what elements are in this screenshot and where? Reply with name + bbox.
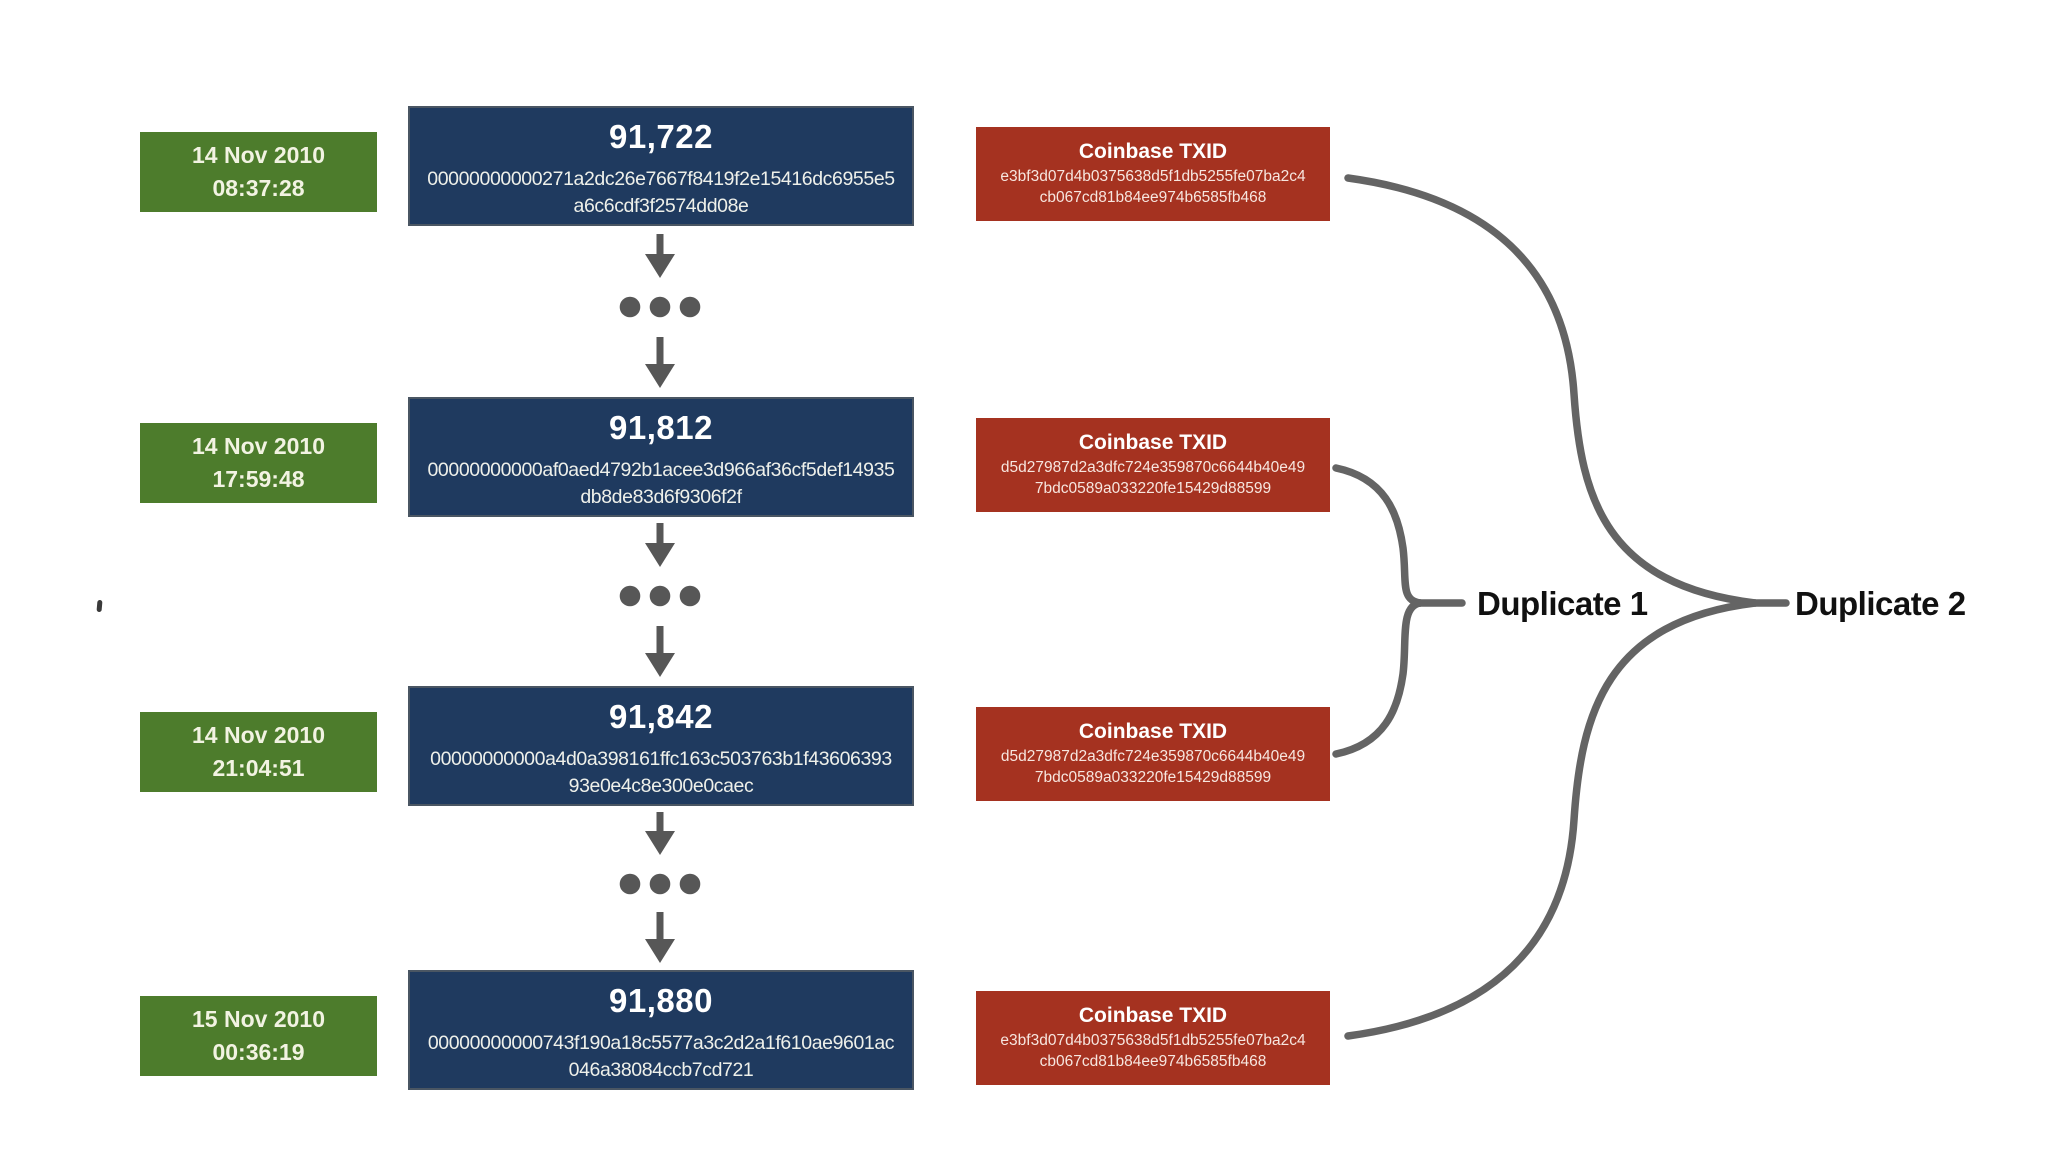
timestamp-date: 14 Nov 2010 — [192, 722, 325, 749]
coinbase-txid-box: Coinbase TXID e3bf3d07d4b0375638d5f1db52… — [976, 127, 1330, 221]
duplicate-1-brace — [1332, 464, 1466, 758]
block-hash-line: 00000000000a4d0a398161ffc163c503763b1f43… — [430, 748, 892, 770]
ellipsis-dots-icon — [619, 873, 701, 895]
timestamp-box: 15 Nov 2010 00:36:19 — [140, 996, 377, 1076]
block-box: 91,842 00000000000a4d0a398161ffc163c5037… — [408, 686, 914, 806]
block-hash-line: 00000000000271a2dc26e7667f8419f2e15416dc… — [427, 168, 895, 190]
ellipsis-dots-icon — [619, 585, 701, 607]
block-hash-line: 93e0e4c8e300e0caec — [568, 774, 754, 797]
txid-line: cb067cd81b84ee974b6585fb468 — [1039, 1052, 1267, 1070]
timestamp-box: 14 Nov 2010 21:04:51 — [140, 712, 377, 792]
arrow-down-icon — [645, 364, 675, 388]
duplicate-1-label: Duplicate 1 — [1477, 585, 1648, 622]
stray-tick-mark — [96, 599, 103, 613]
coinbase-txid-title: Coinbase TXID — [1078, 431, 1228, 455]
block-box: 91,880 00000000000743f190a18c5577a3c2d2a… — [408, 970, 914, 1090]
timestamp-time: 17:59:48 — [212, 466, 305, 492]
coinbase-txid-title: Coinbase TXID — [1078, 140, 1228, 164]
coinbase-txid-value: d5d27987d2a3dfc724e359870c6644b40e49 7bd… — [976, 747, 1330, 788]
block-height: 91,722 — [609, 118, 713, 155]
timestamp-time: 00:36:19 — [212, 1039, 305, 1065]
coinbase-txid-box: Coinbase TXID d5d27987d2a3dfc724e359870c… — [976, 707, 1330, 801]
block-box: 91,812 00000000000af0aed4792b1acee3d966a… — [408, 397, 914, 517]
timestamp-date: 14 Nov 2010 — [192, 433, 325, 460]
txid-line: d5d27987d2a3dfc724e359870c6644b40e49 — [1000, 459, 1306, 477]
block-hash-line: 046a38084ccb7cd721 — [568, 1058, 754, 1081]
chain-connector — [619, 234, 701, 388]
coinbase-txid-box: Coinbase TXID e3bf3d07d4b0375638d5f1db52… — [976, 991, 1330, 1085]
timestamp-box: 14 Nov 2010 17:59:48 — [140, 423, 377, 503]
txid-line: e3bf3d07d4b0375638d5f1db5255fe07ba2c4 — [1000, 168, 1306, 186]
txid-line: d5d27987d2a3dfc724e359870c6644b40e49 — [1000, 748, 1306, 766]
arrow-down-icon — [645, 653, 675, 677]
block-hash: 00000000000271a2dc26e7667f8419f2e15416dc… — [410, 166, 912, 220]
timestamp-date: 14 Nov 2010 — [192, 142, 325, 169]
block-hash-line: a6c6cdf3f2574dd08e — [573, 194, 749, 217]
block-box: 91,722 00000000000271a2dc26e7667f8419f2e… — [408, 106, 914, 226]
block-hash: 00000000000a4d0a398161ffc163c503763b1f43… — [410, 746, 912, 800]
coinbase-txid-value: e3bf3d07d4b0375638d5f1db5255fe07ba2c4 cb… — [976, 1031, 1330, 1072]
arrow-down-icon — [645, 543, 675, 567]
txid-line: e3bf3d07d4b0375638d5f1db5255fe07ba2c4 — [1000, 1032, 1306, 1050]
txid-line: 7bdc0589a033220fe15429d88599 — [1034, 479, 1272, 497]
arrow-down-icon — [645, 254, 675, 278]
coinbase-txid-value: d5d27987d2a3dfc724e359870c6644b40e49 7bd… — [976, 458, 1330, 499]
timestamp-time: 08:37:28 — [212, 175, 305, 201]
txid-line: cb067cd81b84ee974b6585fb468 — [1039, 188, 1267, 206]
block-hash-line: 00000000000743f190a18c5577a3c2d2a1f610ae… — [427, 1032, 895, 1054]
coinbase-txid-title: Coinbase TXID — [1078, 1004, 1228, 1028]
block-hash-line: db8de83d6f9306f2f — [580, 485, 742, 508]
block-hash: 00000000000af0aed4792b1acee3d966af36cf5d… — [410, 457, 912, 511]
chain-connector — [619, 523, 701, 677]
timestamp-box: 14 Nov 2010 08:37:28 — [140, 132, 377, 212]
chain-connector — [619, 812, 701, 963]
block-height: 91,880 — [609, 982, 713, 1019]
duplicate-2-label: Duplicate 2 — [1795, 585, 1966, 622]
ellipsis-dots-icon — [619, 296, 701, 318]
txid-line: 7bdc0589a033220fe15429d88599 — [1034, 768, 1272, 786]
coinbase-txid-title: Coinbase TXID — [1078, 720, 1228, 744]
arrow-down-icon — [645, 939, 675, 963]
timestamp-time: 21:04:51 — [212, 755, 305, 781]
block-height: 91,812 — [609, 409, 713, 446]
timestamp-date: 15 Nov 2010 — [192, 1006, 325, 1033]
block-height: 91,842 — [609, 698, 713, 735]
coinbase-txid-value: e3bf3d07d4b0375638d5f1db5255fe07ba2c4 cb… — [976, 167, 1330, 208]
block-hash: 00000000000743f190a18c5577a3c2d2a1f610ae… — [410, 1030, 912, 1084]
coinbase-txid-box: Coinbase TXID d5d27987d2a3dfc724e359870c… — [976, 418, 1330, 512]
block-hash-line: 00000000000af0aed4792b1acee3d966af36cf5d… — [427, 459, 895, 481]
arrow-down-icon — [645, 831, 675, 855]
